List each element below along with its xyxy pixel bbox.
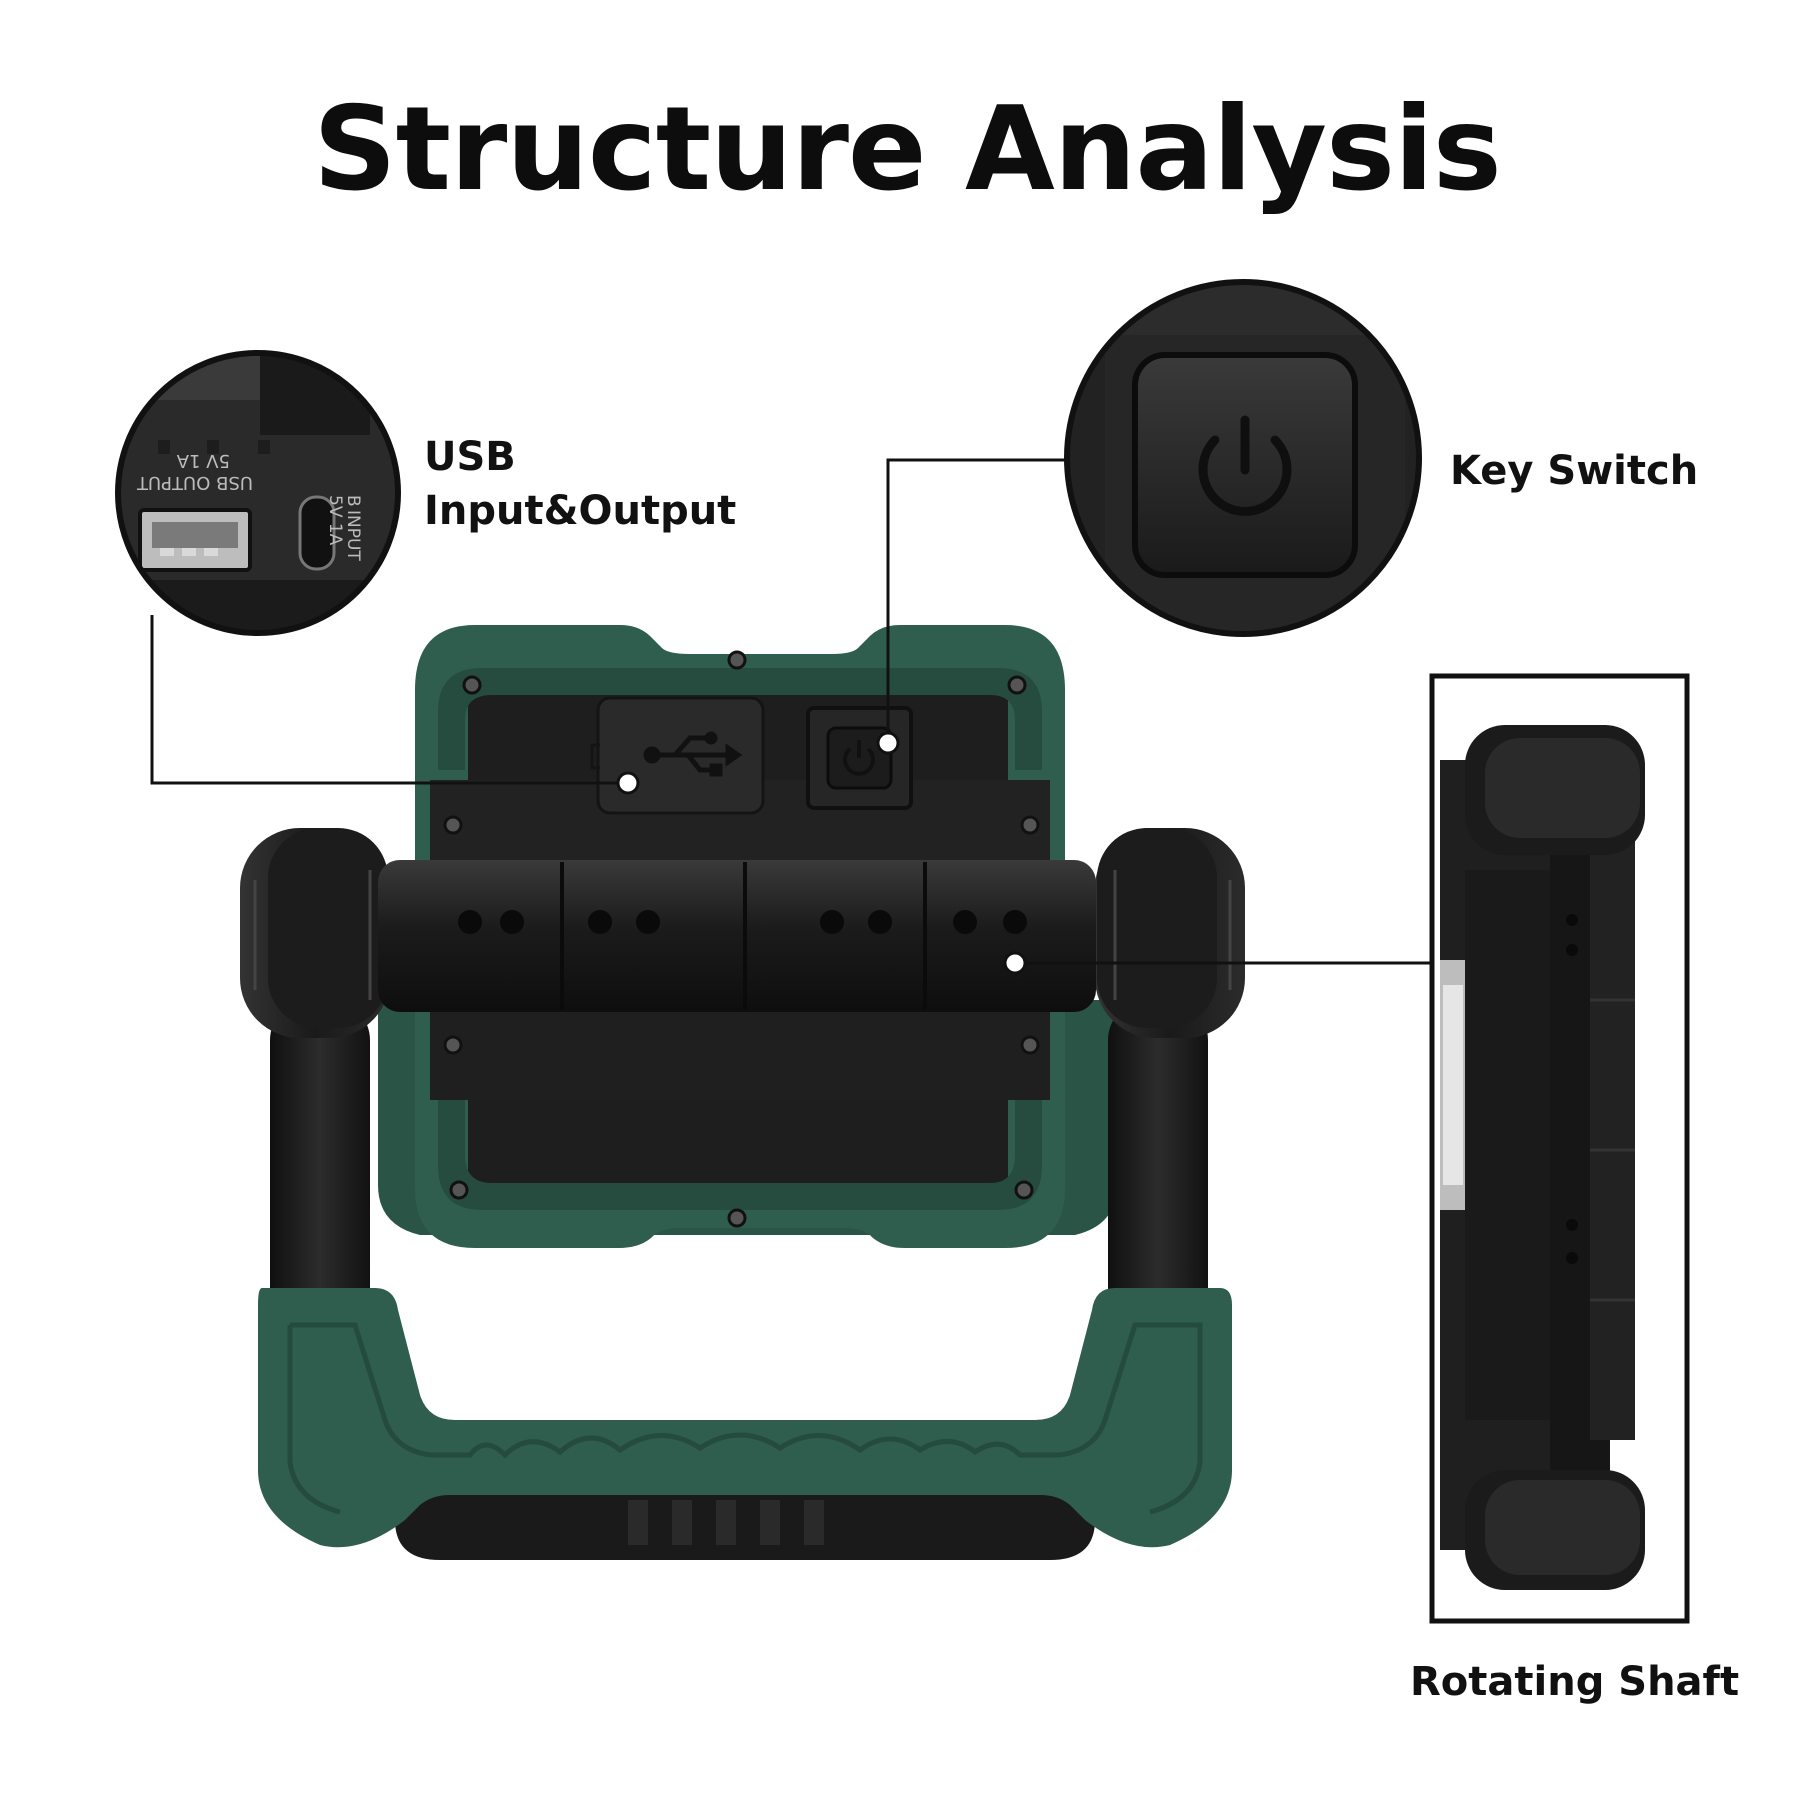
carry-handle [258, 1288, 1232, 1560]
work-light-body [240, 625, 1245, 1560]
usb-label-line2: Input&Output [424, 488, 737, 534]
usb-port-cover [590, 696, 765, 815]
power-switch [806, 706, 913, 810]
usb-a-port [138, 508, 252, 572]
usb-output-marking: USB OUTPUT [136, 472, 253, 493]
usb-label-line1: USB [424, 434, 516, 480]
usb-zoom-inset: USB OUTPUT 5V 1A B INPUT 5V 1A [115, 350, 401, 636]
input-prefix-marking: B [343, 495, 363, 507]
usb-c-port [298, 495, 336, 571]
rotating-knob-left [240, 828, 390, 1038]
usb-output-rating-marking: 5V 1A [176, 450, 230, 471]
callout-lines [150, 458, 1432, 965]
rotating-shaft-bar [378, 860, 1096, 1012]
key-switch-zoom-inset [1064, 279, 1422, 637]
rotating-shaft-side-view [1429, 673, 1690, 1624]
rotating-knob-right [1095, 828, 1245, 1038]
key-switch-callout-label: Key Switch [1450, 448, 1699, 494]
input-rating-marking: 5V 1A [325, 495, 345, 546]
callout-dots [616, 731, 1027, 975]
input-marking: INPUT [343, 510, 363, 561]
usb-icon [643, 731, 743, 777]
page-title: Structure Analysis [313, 82, 1502, 217]
handle-leg-right [1108, 1000, 1208, 1330]
power-icon [1198, 415, 1292, 516]
usb-callout-label: USB Input&Output [424, 430, 736, 538]
rotating-shaft-callout-label: Rotating Shaft [1410, 1659, 1740, 1705]
handle-leg-left [270, 1000, 370, 1330]
